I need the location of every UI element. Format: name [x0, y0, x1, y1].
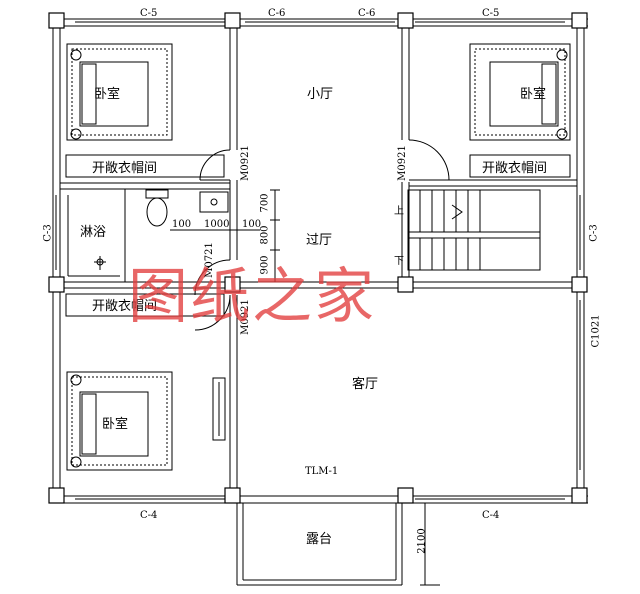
window-label-top-left: C-5 — [140, 8, 158, 19]
window-label-bottom-right: C-4 — [482, 510, 500, 521]
room-shower: 淋浴 — [80, 225, 107, 240]
room-living: 客厅 — [352, 377, 379, 392]
dim-100b: 100 — [242, 219, 262, 230]
dim-2100: 2100 — [416, 528, 428, 554]
closet-top-right: 开敞衣帽间 — [482, 161, 548, 176]
dim-800: 800 — [259, 225, 271, 245]
room-bedroom-bottom-left: 卧室 — [102, 417, 129, 432]
dim-1000: 1000 — [204, 219, 230, 230]
window-label-left: C-3 — [42, 224, 54, 242]
door-label-1: M0921 — [239, 145, 251, 181]
room-bedroom-top-right: 卧室 — [520, 87, 547, 102]
window-label-top-mid-a: C-6 — [268, 8, 286, 19]
room-small-hall: 小厅 — [307, 87, 334, 102]
closet-top-left: 开敞衣帽间 — [92, 161, 158, 176]
window-label-bottom-left: C-4 — [140, 510, 158, 521]
window-label-right: C-3 — [588, 224, 600, 242]
door-label-2: M0921 — [396, 145, 408, 181]
door-label-slide: TLM-1 — [305, 466, 339, 477]
stair-down-label: 下 — [394, 256, 404, 267]
room-balcony: 露台 — [306, 532, 333, 547]
window-label-top-right: C-5 — [482, 8, 500, 19]
dim-100a: 100 — [172, 219, 192, 230]
watermark: 图纸之家 — [128, 262, 376, 332]
window-label-top-mid-b: C-6 — [358, 8, 376, 19]
window-label-right-lower: C1021 — [590, 314, 602, 348]
dim-700: 700 — [259, 193, 271, 213]
closet-bottom-left: 开敞衣帽间 — [92, 299, 158, 314]
room-corridor: 过厅 — [306, 233, 333, 248]
stair-up-label: 上 — [394, 206, 404, 217]
room-bedroom-top-left: 卧室 — [94, 87, 121, 102]
